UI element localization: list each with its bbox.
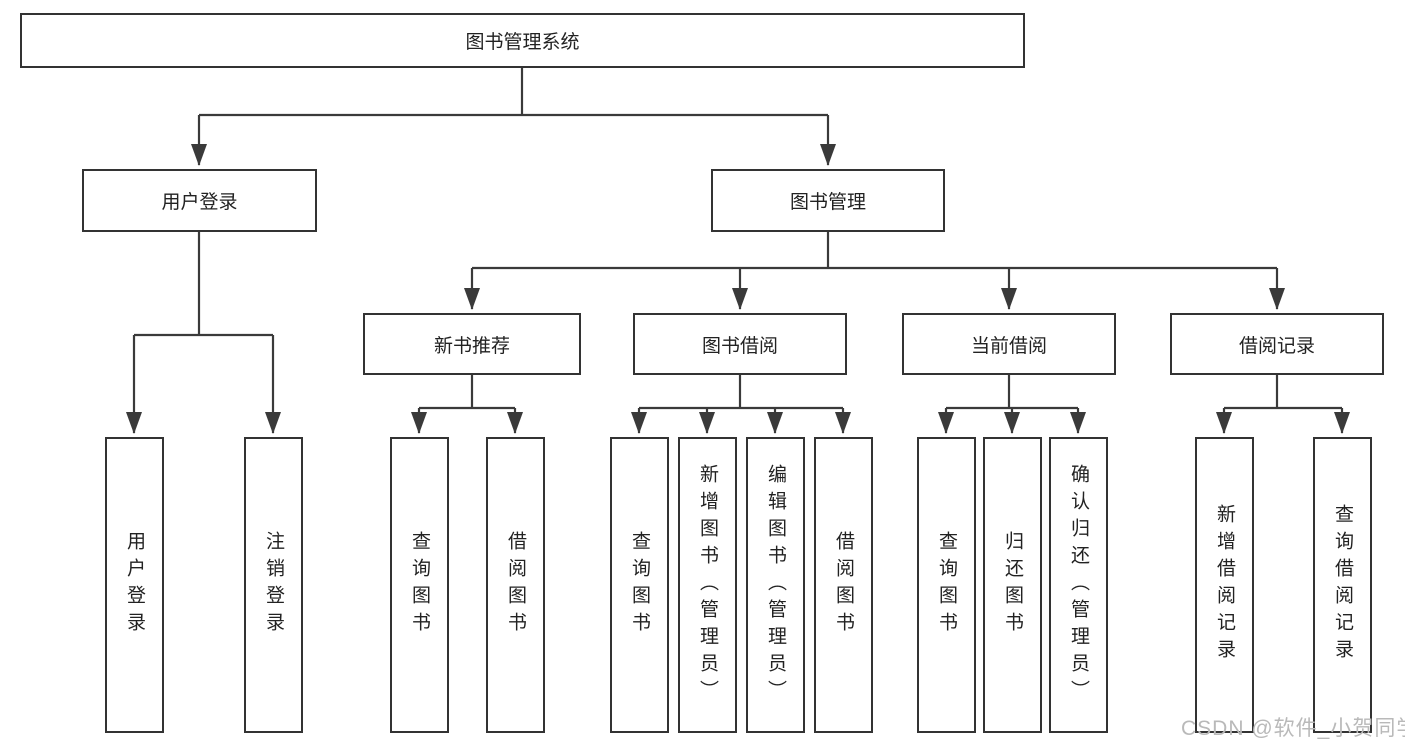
leaf-edit-books-admin: 编辑图书（管理员） [746, 437, 805, 733]
node-borrowing-records: 借阅记录 [1170, 313, 1384, 375]
leaf-query-books-borrowing: 查询图书 [610, 437, 669, 733]
leaf-logout: 注销登录 [244, 437, 303, 733]
leaf-user-login: 用户登录 [105, 437, 164, 733]
leaf-query-books-recommend: 查询图书 [390, 437, 449, 733]
csdn-watermark: CSDN @软件_小贺同学 [1181, 717, 1405, 740]
node-current-borrowing: 当前借阅 [902, 313, 1116, 375]
leaf-borrow-books-borrowing: 借阅图书 [814, 437, 873, 733]
leaf-query-borrow-record: 查询借阅记录 [1313, 437, 1372, 733]
node-book-borrowing: 图书借阅 [633, 313, 847, 375]
leaf-add-borrow-record: 新增借阅记录 [1195, 437, 1254, 733]
node-book-management: 图书管理 [711, 169, 945, 232]
leaf-query-books-current: 查询图书 [917, 437, 976, 733]
leaf-borrow-books-recommend: 借阅图书 [486, 437, 545, 733]
leaf-add-books-admin: 新增图书（管理员） [678, 437, 737, 733]
node-library-system-root: 图书管理系统 [20, 13, 1025, 68]
node-new-book-recommendation: 新书推荐 [363, 313, 581, 375]
leaf-return-books: 归还图书 [983, 437, 1042, 733]
leaf-confirm-return-admin: 确认归还（管理员） [1049, 437, 1108, 733]
node-user-login: 用户登录 [82, 169, 317, 232]
